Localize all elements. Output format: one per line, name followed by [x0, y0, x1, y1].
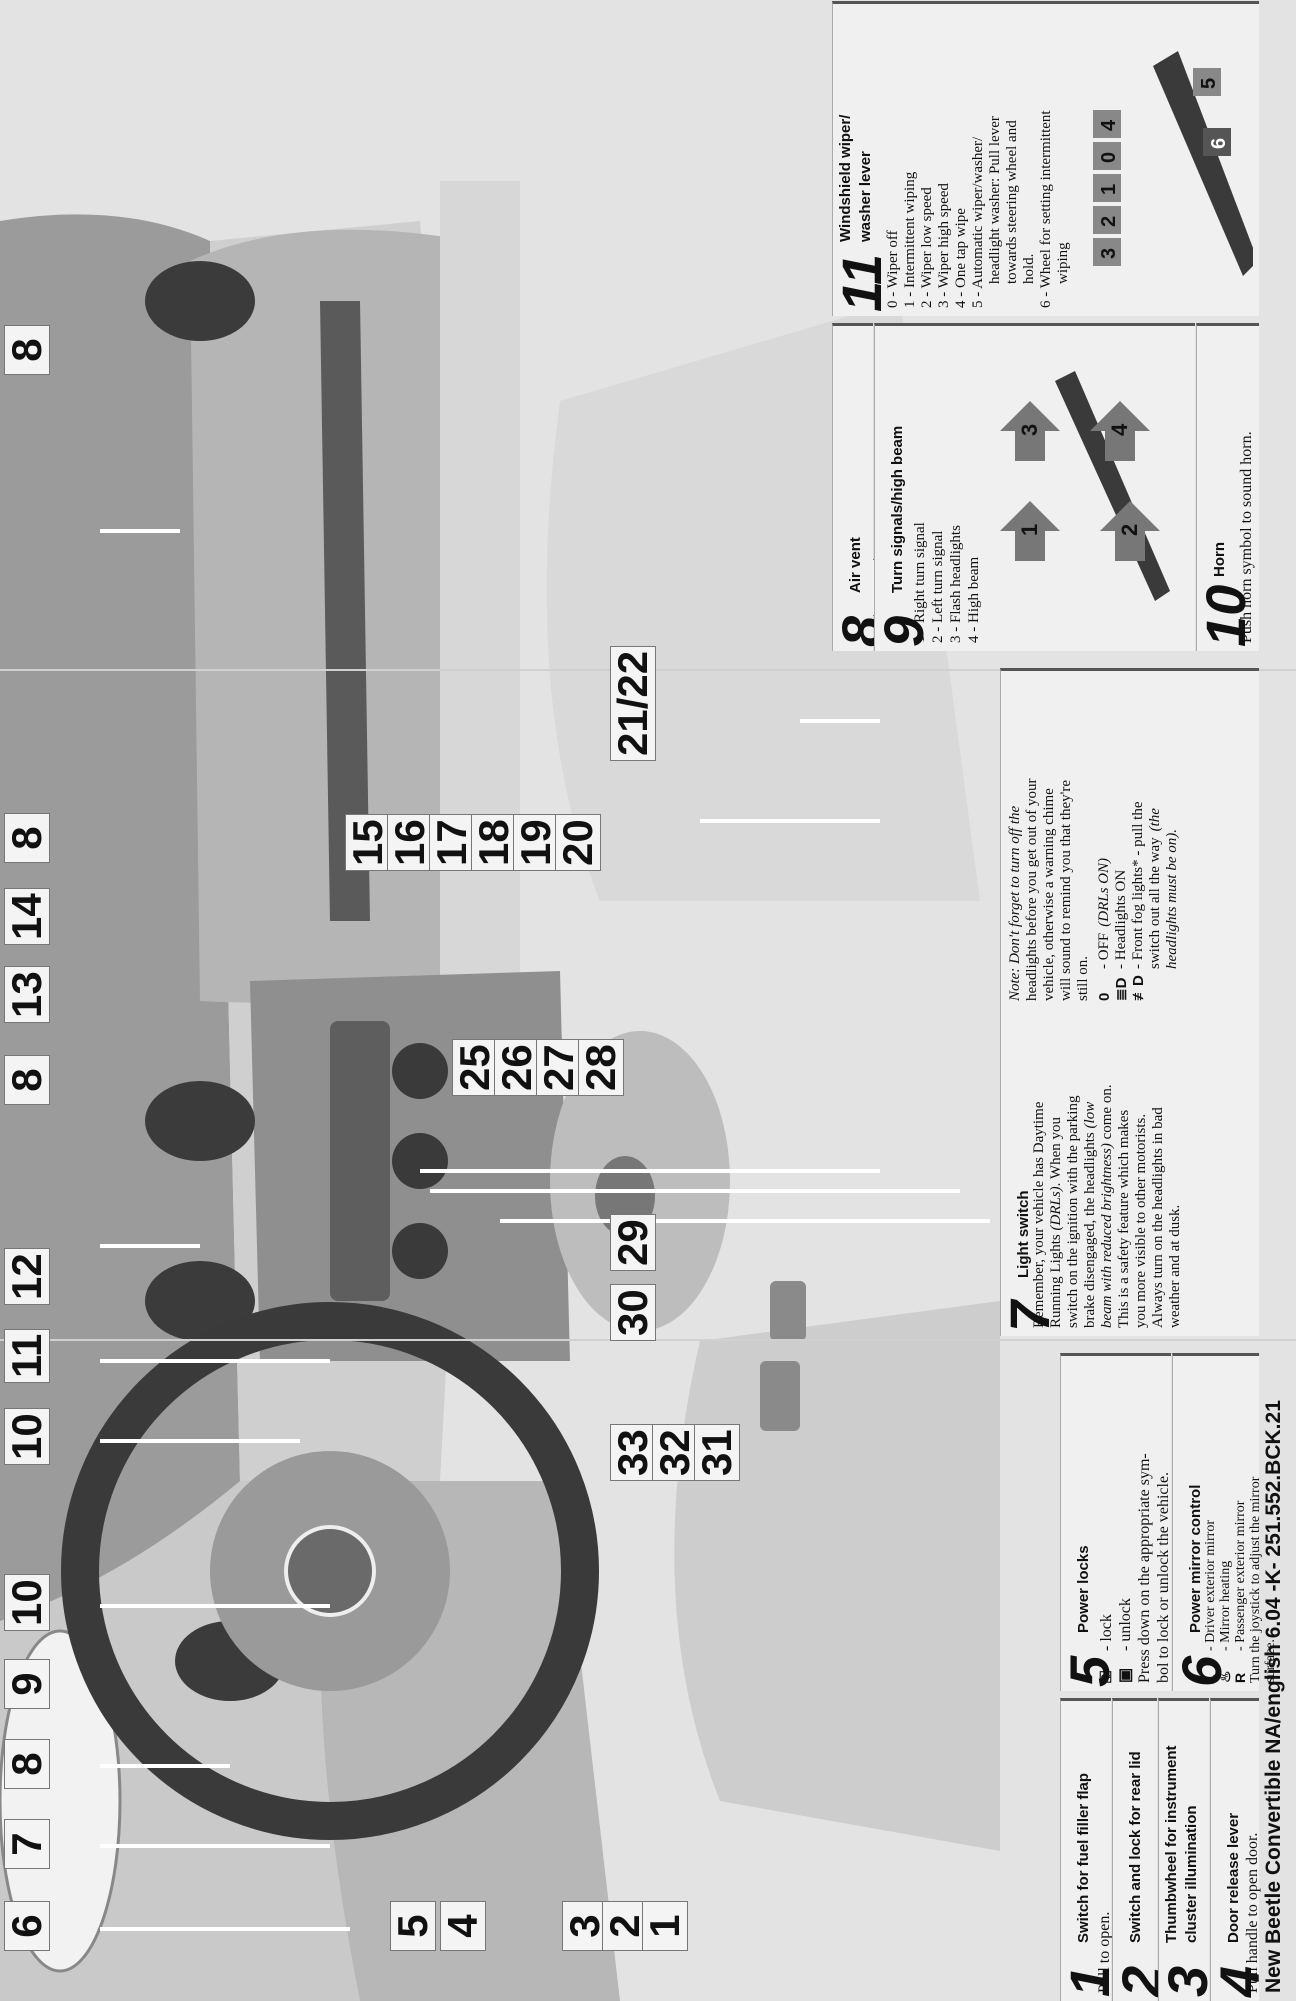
callout-8: 8: [3, 1739, 50, 1789]
info-box-2: 2 Switch and lock for rear lid: [1110, 1698, 1173, 2001]
wiper-lever-diagram: 3 2 1 0 4 5 6: [1093, 51, 1253, 276]
info-box-1: 1 Switch for fuel filler flap Pull to op…: [1058, 1698, 1121, 2001]
svg-text:1: 1: [1017, 524, 1042, 536]
info-box-4: 4 Door release lever Pull handle to open…: [1208, 1698, 1271, 2001]
svg-text:3: 3: [1098, 248, 1120, 259]
info-box-11: 11 Windshield wiper/ washer lever 0 - Wi…: [830, 1, 1259, 316]
callout-29: 29: [609, 1214, 656, 1271]
info-box-10: 10 Horn Push horn symbol to sound horn.: [1194, 323, 1259, 651]
info-box-9: 9 Turn signals/high beam 1 - Right turn …: [872, 323, 1195, 651]
arrow-2-icon: [1100, 501, 1160, 561]
callout-27: 27: [535, 1039, 582, 1096]
svg-text:6: 6: [1208, 138, 1230, 149]
callout-17: 17: [428, 814, 475, 871]
callout-15: 15: [344, 814, 391, 871]
box-text: Push horn symbol to sound horn.: [1238, 431, 1255, 643]
callout-31: 31: [693, 1424, 740, 1481]
callout-21-22: 21/22: [609, 645, 656, 761]
box-title: Power locks: [1075, 1545, 1092, 1633]
key-lock-icon: ⚿: [1098, 1670, 1115, 1683]
box-title: cluster illumination: [1183, 1805, 1200, 1943]
turn-signal-lever-diagram: 1 2 3 4: [1000, 371, 1170, 601]
info-box-6: 6 Power mirror control L- Driver exterio…: [1170, 1353, 1278, 1691]
box-title: Windshield wiper/: [837, 114, 854, 242]
callout-5: 5: [389, 1901, 436, 1951]
callout-32: 32: [651, 1424, 698, 1481]
svg-text:3: 3: [1017, 424, 1042, 436]
arrow-1-icon: [1000, 501, 1060, 561]
svg-text:4: 4: [1107, 423, 1132, 436]
svg-text:4: 4: [1098, 119, 1120, 131]
box-title: Thumbwheel for instrument: [1163, 1745, 1180, 1943]
callout-9: 9: [3, 1659, 50, 1709]
info-box-8: 8 Air vent: [830, 323, 893, 651]
unlock-icon: ▣: [1117, 1667, 1134, 1683]
callout-6: 6: [3, 1901, 50, 1951]
callout-1: 1: [641, 1901, 688, 1951]
svg-text:1: 1: [1098, 184, 1120, 195]
info-box-5: 5 Power locks ⚿- lock ▣- unlock Press do…: [1058, 1353, 1172, 1691]
info-box-3: 3 Thumbwheel for instrument cluster illu…: [1156, 1698, 1219, 2001]
svg-text:0: 0: [1098, 152, 1120, 163]
callout-14: 14: [3, 888, 50, 945]
svg-text:2: 2: [1098, 216, 1120, 227]
callout-12: 12: [3, 1248, 50, 1305]
callout-20: 20: [554, 814, 601, 871]
callout-13: 13: [3, 966, 50, 1023]
document-footer: New Beetle Convertible NA/english 6.04 -…: [1262, 1400, 1285, 1993]
svg-text:2: 2: [1117, 524, 1142, 536]
arrow-3-icon: [1000, 401, 1060, 461]
callout-8: 8: [3, 325, 50, 375]
box-title: Horn: [1211, 542, 1228, 577]
box-title: Turn signals/high beam: [889, 425, 906, 593]
callout-18: 18: [470, 814, 517, 871]
box-title: Switch and lock for rear lid: [1127, 1751, 1144, 1943]
callout-8: 8: [3, 813, 50, 863]
box-text: Pull handle to open door.: [1244, 1832, 1261, 1993]
callout-30: 30: [609, 1284, 656, 1341]
info-box-7: 7 Light switch Remember, your vehicle ha…: [998, 668, 1259, 1336]
callout-8: 8: [3, 1055, 50, 1105]
box-title: washer lever: [857, 151, 874, 242]
box-title: Air vent: [847, 537, 864, 593]
box-title: Switch for fuel filler flap: [1075, 1772, 1092, 1943]
callout-33: 33: [609, 1424, 656, 1481]
callout-16: 16: [386, 814, 433, 871]
callout-11: 11: [3, 1328, 50, 1383]
box-title: Door release lever: [1225, 1812, 1242, 1943]
callout-4: 4: [439, 1901, 486, 1951]
mirror-heating-icon: ♨: [1217, 1670, 1233, 1683]
fog-light-icon: ≢D: [1130, 975, 1147, 1001]
callout-25: 25: [451, 1039, 498, 1096]
headlight-icon: ≣D: [1113, 977, 1130, 1001]
callout-10: 10: [3, 1408, 50, 1465]
callout-7: 7: [3, 1819, 50, 1869]
svg-text:5: 5: [1198, 78, 1220, 89]
callout-19: 19: [512, 814, 559, 871]
arrow-4-icon: [1090, 401, 1150, 461]
callout-26: 26: [493, 1039, 540, 1096]
callout-28: 28: [577, 1039, 624, 1096]
callout-10: 10: [3, 1574, 50, 1631]
